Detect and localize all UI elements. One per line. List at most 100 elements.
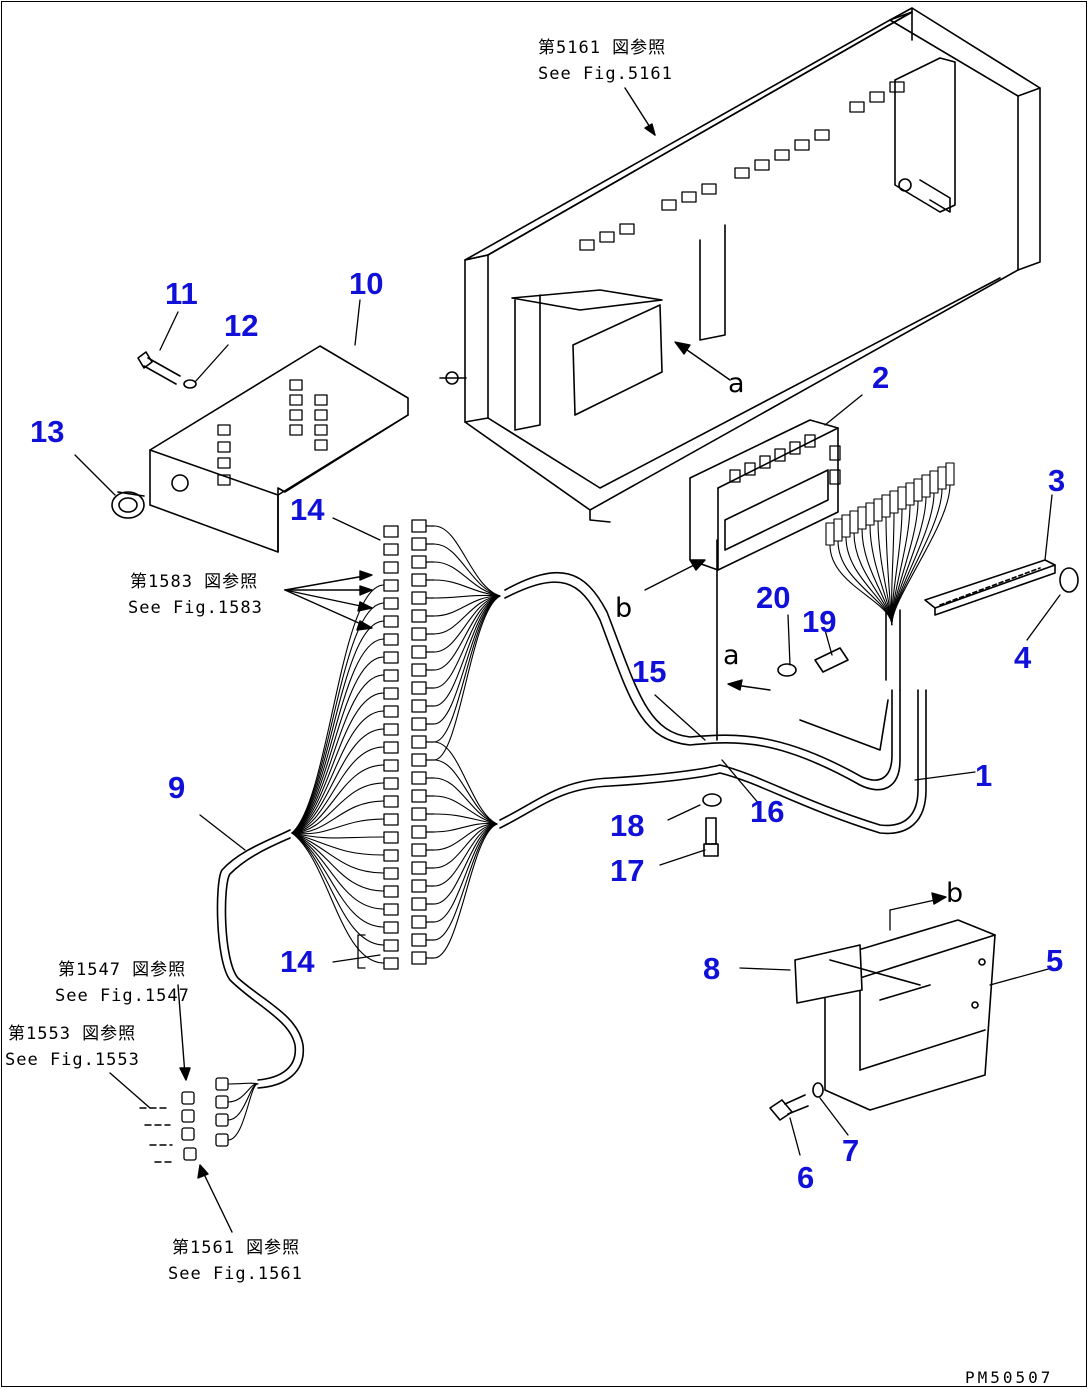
- callout-1: 1: [975, 758, 993, 793]
- callout-16: 16: [750, 794, 785, 829]
- ref-1547-en: See Fig.1547: [55, 986, 190, 1006]
- relay-plug: [905, 482, 915, 506]
- relay-wires: [825, 462, 955, 626]
- connector-left: [383, 939, 399, 952]
- relay-plug: [929, 470, 939, 494]
- connector-left: [383, 687, 399, 700]
- callout-15: 15: [632, 654, 667, 689]
- callout-10: 10: [349, 266, 384, 301]
- connector-right: [411, 861, 427, 875]
- callout-7: 7: [842, 1133, 860, 1168]
- relay-plug: [945, 462, 955, 486]
- connector-left: [383, 741, 399, 754]
- callout-3: 3: [1048, 463, 1066, 498]
- callout-11: 11: [165, 276, 198, 311]
- ref-1553-jp: 第1553 図参照: [8, 1024, 137, 1044]
- connector-left: [383, 831, 399, 844]
- connector-right: [411, 843, 427, 857]
- connector-left: [383, 633, 399, 646]
- callout-5: 5: [1046, 943, 1064, 978]
- relay-block: [689, 419, 841, 571]
- connector-cluster: [181, 1091, 195, 1105]
- harness-connectors: [181, 519, 435, 1161]
- fuse-box: [149, 345, 409, 553]
- letter-a-top: a: [728, 368, 745, 399]
- relay-plug: [921, 474, 931, 498]
- bolts: [702, 567, 1079, 1121]
- relay-plug: [825, 522, 835, 546]
- connector-right: [411, 933, 427, 947]
- ref-1553-en: See Fig.1553: [5, 1050, 140, 1070]
- connector-cluster: [215, 1113, 229, 1127]
- connector-cluster: [181, 1127, 195, 1141]
- connector-left: [383, 543, 399, 556]
- connector-right: [411, 897, 427, 911]
- panel-cabinet: [439, 7, 1041, 523]
- connector-cluster: [215, 1133, 229, 1147]
- relay-plug: [849, 510, 859, 534]
- connector-right: [411, 879, 427, 893]
- callout-17: 17: [610, 853, 645, 888]
- callout-2: 2: [872, 360, 890, 395]
- connector-right: [411, 771, 427, 785]
- connector-left: [383, 615, 399, 628]
- connector-right: [411, 681, 427, 695]
- connector-right: [411, 573, 427, 587]
- connector-left: [383, 813, 399, 826]
- ref-1583-en: See Fig.1583: [128, 598, 263, 618]
- connector-right: [411, 645, 427, 659]
- leader-lines: [74, 299, 1061, 1156]
- connector-right: [411, 699, 427, 713]
- relay-plug: [841, 514, 851, 538]
- relay-plug: [897, 486, 907, 510]
- connector-right: [411, 555, 427, 569]
- connector-left: [383, 777, 399, 790]
- harness-branches: [227, 525, 501, 1141]
- connector-left: [383, 579, 399, 592]
- callout-9: 9: [168, 770, 186, 805]
- connector-right: [411, 717, 427, 731]
- callout-20: 20: [756, 580, 791, 615]
- connector-left: [383, 957, 399, 970]
- connector-right: [411, 825, 427, 839]
- connector-left: [383, 795, 399, 808]
- ref-1583-jp: 第1583 図参照: [130, 572, 259, 592]
- relay-plug: [937, 466, 947, 490]
- ref-5161-en: See Fig.5161: [538, 64, 673, 84]
- small-hardware: [111, 351, 197, 519]
- ref-5161-jp: 第5161 図参照: [538, 38, 667, 58]
- connector-left: [383, 561, 399, 574]
- connector-cluster: [181, 1109, 195, 1123]
- callout-18: 18: [610, 808, 645, 843]
- connector-left: [383, 705, 399, 718]
- connector-cluster: [215, 1077, 229, 1091]
- relay-plug: [833, 518, 843, 542]
- drawing-code: PM50507: [965, 1368, 1054, 1387]
- relay-plug: [889, 490, 899, 514]
- connector-left: [383, 921, 399, 934]
- connector-right: [411, 591, 427, 605]
- letter-a-mid: a: [723, 640, 740, 671]
- connector-right: [411, 537, 427, 551]
- connector-right: [411, 753, 427, 767]
- ref-1561-jp: 第1561 図参照: [172, 1238, 301, 1258]
- reference-arrows: [109, 87, 947, 1233]
- ref-1547-jp: 第1547 図参照: [58, 960, 187, 980]
- relay-plug: [881, 494, 891, 518]
- connector-right: [411, 951, 427, 965]
- callout-12: 12: [224, 308, 259, 343]
- wire-harness: [216, 539, 927, 1089]
- callout-14-bottom: 14: [280, 944, 315, 979]
- connector-left: [383, 867, 399, 880]
- connector-left: [383, 723, 399, 736]
- connector-left: [383, 669, 399, 682]
- letter-b-right: b: [946, 878, 964, 909]
- connector-left: [383, 849, 399, 862]
- callout-14-top: 14: [290, 492, 325, 527]
- connector-right: [411, 735, 427, 749]
- terminal-block: [924, 559, 1056, 616]
- connector-right: [411, 789, 427, 803]
- connector-right: [411, 627, 427, 641]
